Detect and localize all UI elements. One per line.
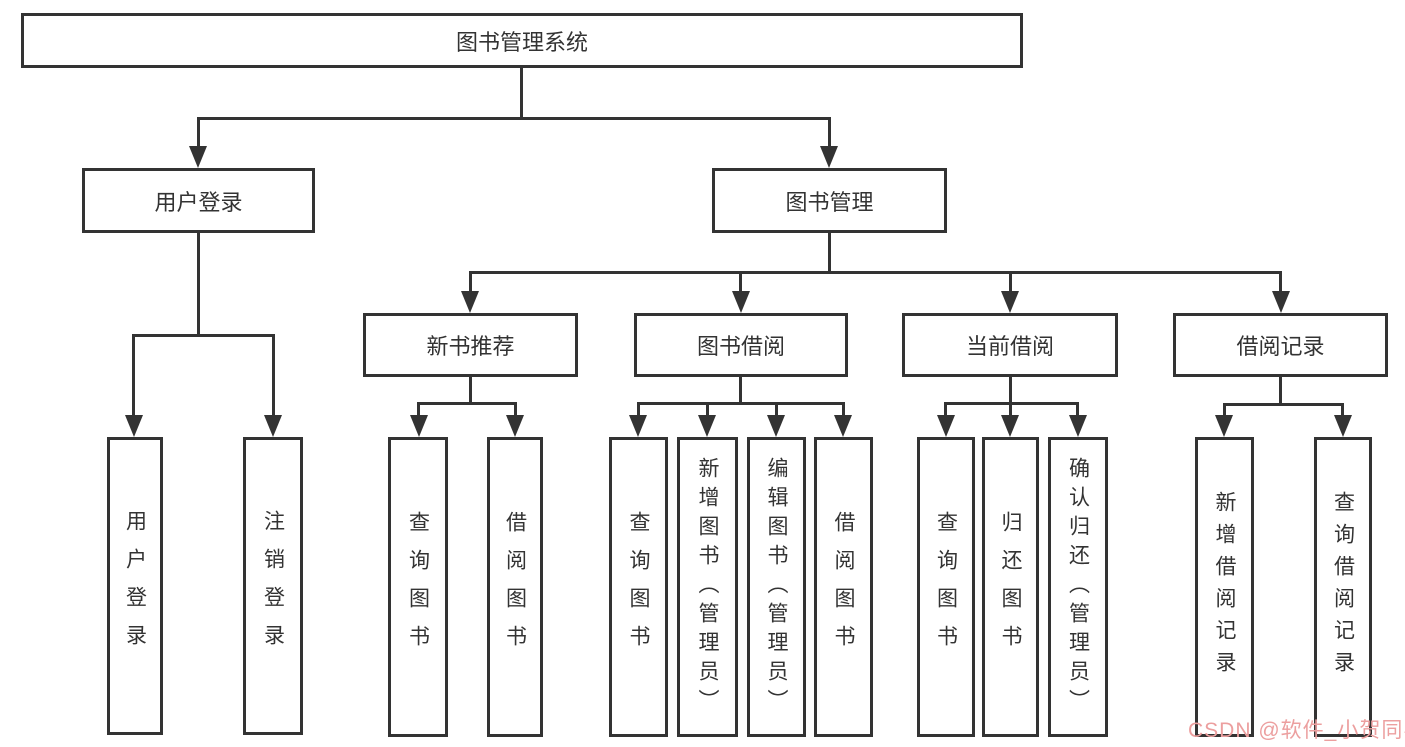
connector-line <box>469 272 472 294</box>
arrow-down-icon <box>506 415 524 437</box>
node-book-borrowing: 图书借阅 <box>634 313 848 377</box>
leaf-user-login: 用户登录 <box>107 437 163 735</box>
connector-line <box>1009 402 1012 417</box>
connector-line <box>272 334 275 416</box>
connector-line <box>514 402 517 417</box>
leaf-add-book-admin: 新增图书（管理员） <box>677 437 738 737</box>
connector-line <box>739 272 742 294</box>
connector-line <box>1279 377 1282 406</box>
arrow-down-icon <box>820 146 838 168</box>
leaf-return-books: 归还图书 <box>982 437 1039 737</box>
csdn-watermark: CSDN @软件_小贺同学 <box>1188 719 1405 742</box>
leaf-logout: 注销登录 <box>243 437 303 735</box>
connector-line <box>520 68 523 118</box>
leaf-label: 借阅图书 <box>503 511 527 663</box>
arrow-down-icon <box>767 415 785 437</box>
arrow-down-icon <box>1001 415 1019 437</box>
leaf-label: 确认归还（管理员） <box>1066 456 1090 718</box>
arrow-down-icon <box>698 415 716 437</box>
connector-line <box>197 233 200 337</box>
leaf-label: 新增借阅记录 <box>1213 491 1236 683</box>
connector-line <box>944 402 947 417</box>
leaf-label: 查询图书 <box>406 511 430 663</box>
arrow-down-icon <box>264 415 282 437</box>
connector-line <box>1279 272 1282 294</box>
leaf-label: 编辑图书（管理员） <box>765 456 788 718</box>
leaf-edit-book-admin: 编辑图书（管理员） <box>747 437 806 737</box>
leaf-borrow-books-borrowing: 借阅图书 <box>814 437 873 737</box>
connector-line <box>1223 403 1344 406</box>
leaf-label: 注销登录 <box>261 510 285 662</box>
leaf-query-books-current: 查询图书 <box>917 437 975 737</box>
node-library-system: 图书管理系统 <box>21 13 1023 68</box>
leaf-label: 归还图书 <box>999 511 1022 663</box>
arrow-down-icon <box>1272 291 1290 313</box>
leaf-borrow-books-recommend: 借阅图书 <box>487 437 543 737</box>
node-user-login: 用户登录 <box>82 168 315 233</box>
leaf-label: 查询图书 <box>934 511 958 663</box>
leaf-label: 查询图书 <box>627 511 650 663</box>
leaf-query-books-recommend: 查询图书 <box>388 437 448 737</box>
arrow-down-icon <box>732 291 750 313</box>
connector-line <box>1009 377 1012 405</box>
arrow-down-icon <box>629 415 647 437</box>
node-current-borrowing: 当前借阅 <box>902 313 1118 377</box>
connector-line <box>1076 402 1079 417</box>
connector-line <box>417 402 420 417</box>
arrow-down-icon <box>189 146 207 168</box>
arrow-down-icon <box>1001 291 1019 313</box>
connector-line <box>197 118 200 150</box>
connector-line <box>132 334 135 416</box>
connector-line <box>828 233 831 274</box>
leaf-label: 新增图书（管理员） <box>696 456 719 718</box>
connector-line <box>739 377 742 405</box>
node-new-book-recommendation: 新书推荐 <box>363 313 578 377</box>
connector-line <box>706 402 709 417</box>
connector-line <box>197 117 831 120</box>
connector-line <box>1009 272 1012 294</box>
connector-line <box>775 402 778 417</box>
connector-line <box>637 402 845 405</box>
connector-line <box>637 402 640 417</box>
connector-line <box>132 334 275 337</box>
leaf-label: 借阅图书 <box>832 511 855 663</box>
leaf-label: 用户登录 <box>123 510 147 662</box>
node-borrowing-records: 借阅记录 <box>1173 313 1388 377</box>
connector-line <box>1341 403 1344 417</box>
connector-line <box>469 377 472 405</box>
connector-line <box>469 271 1282 274</box>
arrow-down-icon <box>834 415 852 437</box>
arrow-down-icon <box>1334 415 1352 437</box>
arrow-down-icon <box>125 415 143 437</box>
node-book-management: 图书管理 <box>712 168 947 233</box>
leaf-query-borrow-record: 查询借阅记录 <box>1314 437 1372 737</box>
connector-line <box>1223 403 1226 417</box>
arrow-down-icon <box>410 415 428 437</box>
connector-line <box>842 402 845 417</box>
arrow-down-icon <box>1215 415 1233 437</box>
leaf-query-books-borrowing: 查询图书 <box>609 437 668 737</box>
leaf-confirm-return-admin: 确认归还（管理员） <box>1048 437 1108 737</box>
arrow-down-icon <box>937 415 955 437</box>
arrow-down-icon <box>461 291 479 313</box>
connector-line <box>417 402 517 405</box>
leaf-label: 查询借阅记录 <box>1331 491 1355 683</box>
arrow-down-icon <box>1069 415 1087 437</box>
connector-line <box>828 118 831 150</box>
leaf-add-borrow-record: 新增借阅记录 <box>1195 437 1254 737</box>
